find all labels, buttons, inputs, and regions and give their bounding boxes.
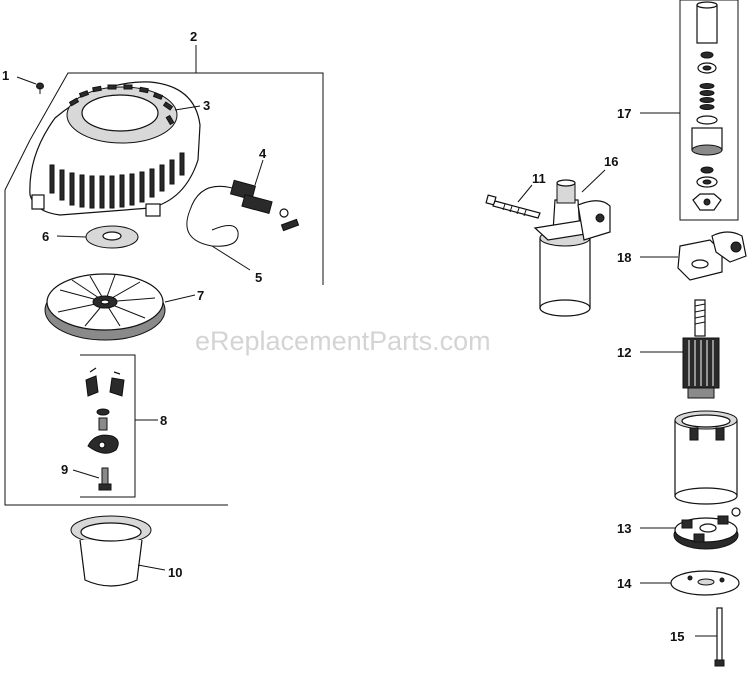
part-4-switch xyxy=(229,159,300,232)
callout-17: 17 xyxy=(617,106,631,121)
part-10-cup xyxy=(70,515,166,587)
part-9-screw xyxy=(72,467,112,491)
part-13-brush-plate xyxy=(640,507,741,550)
group-8-bracket xyxy=(80,354,136,498)
callout-7: 7 xyxy=(197,288,204,303)
callout-9: 9 xyxy=(61,462,68,477)
callout-18: 18 xyxy=(617,250,631,265)
part-3-blower-housing xyxy=(29,81,201,217)
callout-11: 11 xyxy=(532,171,546,186)
callout-15: 15 xyxy=(670,629,684,644)
part-1-screw xyxy=(16,76,44,94)
callout-3: 3 xyxy=(203,98,210,113)
callout-14: 14 xyxy=(617,576,632,591)
part-18-end-cap xyxy=(640,231,747,281)
part-12-armature xyxy=(640,299,720,399)
group-outline-left xyxy=(4,139,228,506)
callout-13: 13 xyxy=(617,521,631,536)
part-15-through-bolt xyxy=(695,607,725,667)
callout-16: 16 xyxy=(604,154,618,169)
callout-10: 10 xyxy=(168,565,182,580)
part-17-drive-kit xyxy=(640,0,739,221)
part-5-wire xyxy=(186,185,251,271)
watermark-text: eReplacementParts.com xyxy=(195,326,491,356)
part-16-starter-motor xyxy=(533,169,611,317)
callout-2: 2 xyxy=(190,29,197,44)
callout-1: 1 xyxy=(2,68,9,83)
part-6-washer xyxy=(56,225,139,249)
part-11-bolt xyxy=(485,184,541,219)
motor-housing-tube xyxy=(674,410,738,505)
callout-4: 4 xyxy=(259,146,267,161)
part-7-pulley xyxy=(44,273,196,341)
callout-8: 8 xyxy=(160,413,167,428)
part-8-pawl-kit xyxy=(85,367,158,454)
callout-5: 5 xyxy=(255,270,262,285)
part-14-end-plate xyxy=(640,570,740,596)
callout-6: 6 xyxy=(42,229,49,244)
callout-12: 12 xyxy=(617,345,631,360)
